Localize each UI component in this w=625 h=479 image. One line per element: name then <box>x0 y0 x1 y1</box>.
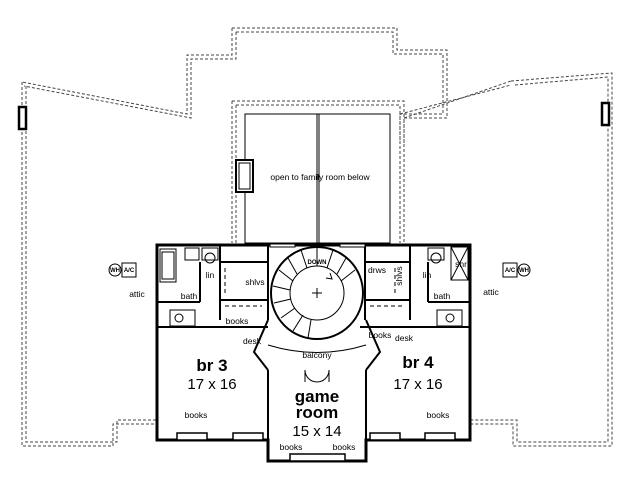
attic-left-label: attic <box>129 289 145 299</box>
br3-name: br 3 <box>196 356 227 375</box>
left-roof-vent <box>17 105 28 131</box>
shr-label: shr <box>455 259 467 269</box>
books-br4-bottom-label: books <box>427 410 450 420</box>
wh-left-label: WH <box>110 268 120 274</box>
left-water-closet <box>201 247 219 261</box>
ac-right-label: A/C <box>505 268 516 274</box>
left-vanity <box>184 247 200 261</box>
desk-br3-label: desk <box>243 336 262 346</box>
lin-right-label: lin <box>423 270 432 280</box>
attic-right-label: attic <box>483 287 499 297</box>
lin-left-label: lin <box>206 270 215 280</box>
br3-dimensions: 17 x 16 <box>187 376 236 393</box>
books-br3-bottom-label: books <box>185 410 208 420</box>
bath-left-label: bath <box>181 291 198 301</box>
bath-right-label: bath <box>434 291 451 301</box>
shlvs-left-label: shlvs <box>245 277 264 287</box>
interior-walls <box>157 245 470 440</box>
right-water-heater-icon <box>517 263 531 277</box>
br4-name: br 4 <box>402 353 434 372</box>
windows <box>176 243 456 462</box>
books-game-right-label: books <box>333 442 356 452</box>
game-room-name-line2: room <box>296 403 339 422</box>
ac-left-label: A/C <box>124 268 135 274</box>
chimney <box>235 159 254 193</box>
left-bathtub <box>159 248 177 283</box>
spiral-staircase <box>270 246 364 340</box>
books-br4-top-label: books <box>369 330 392 340</box>
balcony-railing <box>267 344 367 353</box>
roof-outline <box>21 27 613 447</box>
left-water-heater-icon <box>108 263 122 277</box>
stair-down-label: DOWN <box>308 260 327 266</box>
right-ac-icon <box>502 262 518 278</box>
shlvs-right-label: shlvs <box>394 266 404 285</box>
books-br3-top-label: books <box>226 316 249 326</box>
open-to-below-label: open to family room below <box>270 172 370 182</box>
balcony-label: balcony <box>302 350 332 360</box>
game-room-doors <box>304 369 330 383</box>
left-ac-icon <box>121 262 137 278</box>
game-room-name-line1: game <box>295 387 339 406</box>
drws-label: drws <box>368 265 386 275</box>
br4-dimensions: 17 x 16 <box>393 376 442 393</box>
wh-right-label: WH <box>519 268 529 274</box>
right-shower <box>450 246 469 281</box>
game-room-dimensions: 15 x 14 <box>292 423 341 440</box>
desk-br4-label: desk <box>395 333 414 343</box>
books-game-left-label: books <box>280 442 303 452</box>
open-to-below-area <box>235 113 391 244</box>
right-roof-vent <box>600 101 611 127</box>
